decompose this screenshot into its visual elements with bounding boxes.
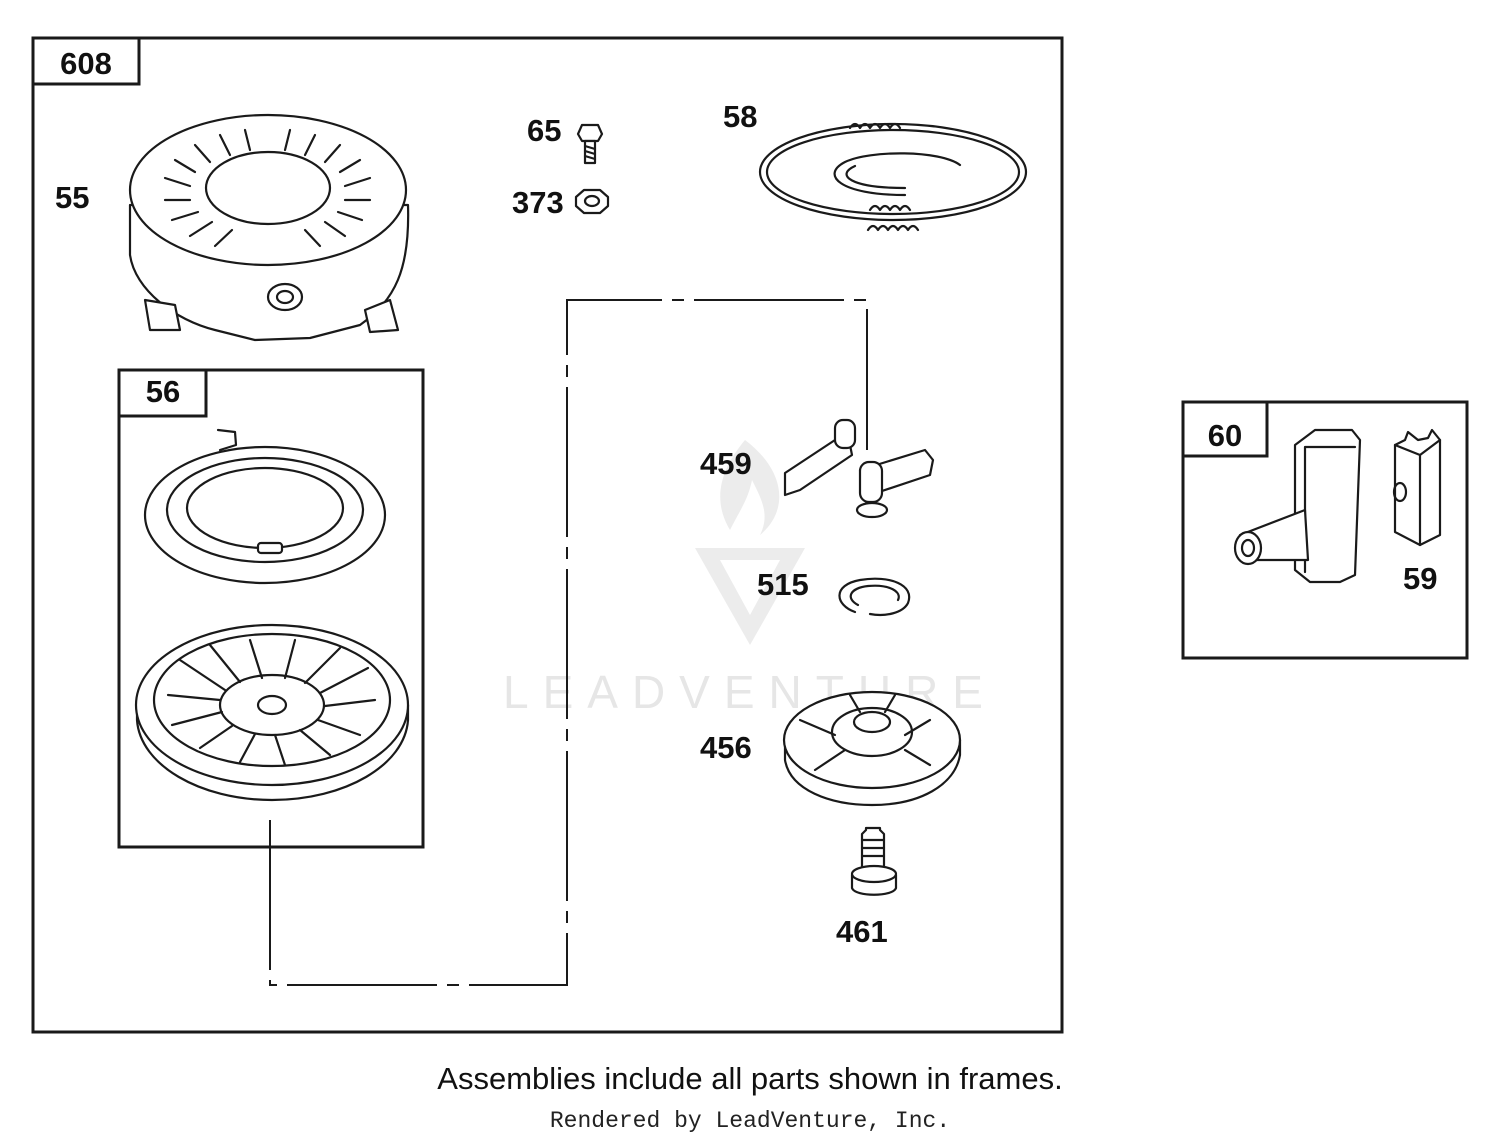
part-label-456: 456: [700, 730, 752, 765]
part-label-459: 459: [700, 446, 752, 481]
render-credit: Rendered by LeadVenture, Inc.: [549, 1108, 951, 1134]
leader-line-assembly: [269, 299, 868, 986]
part-label-55: 55: [55, 180, 89, 215]
pulley-part: [134, 623, 410, 802]
ratchet-retainer-part: [782, 690, 962, 807]
retainer-ring-part: [838, 577, 911, 617]
watermark: LEADVENTURE: [503, 440, 983, 718]
watermark-logo-icon: [695, 440, 805, 645]
starter-rope-part: [758, 122, 1028, 232]
blower-housing-part: [128, 113, 410, 342]
frame-608: [31, 36, 1064, 1034]
rewind-spring-part: [143, 428, 387, 585]
part-label-373: 373: [512, 185, 564, 220]
frame-60: [1181, 400, 1469, 660]
frame-56-tab: [117, 368, 208, 418]
frame-60-tab: [1181, 400, 1269, 458]
frame-60-label: 60: [1208, 418, 1242, 453]
assembly-footnote: Assemblies include all parts shown in fr…: [437, 1061, 1063, 1096]
part-label-58: 58: [723, 99, 757, 134]
part-label-59: 59: [1403, 561, 1437, 596]
frame-608-label: 608: [60, 46, 112, 81]
shoulder-screw-part: [850, 826, 898, 896]
starter-handle-part: [1233, 428, 1362, 584]
handle-insert-part: [1392, 428, 1442, 547]
frame-608-tab: [31, 36, 141, 86]
ratchet-dog-part: [783, 418, 935, 519]
part-label-515: 515: [757, 567, 809, 602]
screw-part: [576, 123, 604, 165]
part-label-65: 65: [527, 113, 561, 148]
part-label-461: 461: [836, 914, 888, 949]
frame-56-label: 56: [146, 374, 180, 409]
nut-part: [574, 188, 610, 215]
